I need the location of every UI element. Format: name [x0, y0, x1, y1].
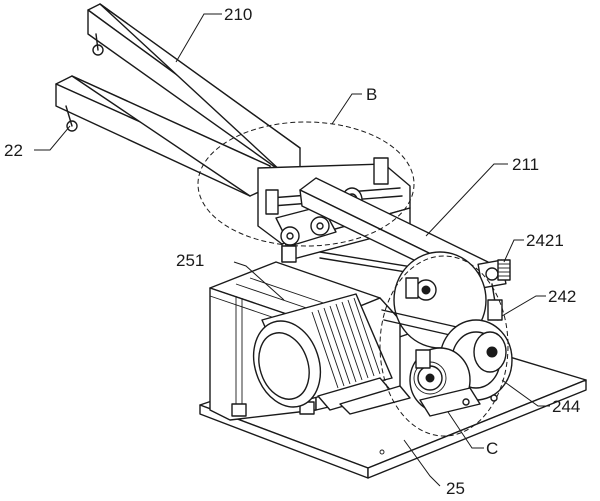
rod-end-assembly — [477, 259, 511, 321]
label-251: 251 — [176, 251, 204, 270]
upper-handle — [87, 3, 301, 173]
label-b: B — [366, 85, 377, 104]
reference-labels: 210 B 22 211 2421 251 242 244 C 25 — [4, 5, 580, 498]
label-211: 211 — [512, 155, 539, 174]
detail-circle-b — [197, 121, 415, 247]
label-242: 242 — [548, 287, 576, 306]
label-22: 22 — [4, 141, 23, 160]
leader-lines — [34, 13, 550, 487]
label-25: 25 — [446, 479, 465, 498]
motor — [252, 293, 411, 415]
label-c: C — [486, 439, 498, 458]
pulley-assembly — [381, 251, 513, 417]
detail-circle-c — [379, 255, 509, 437]
label-244: 244 — [552, 397, 580, 416]
detail-callouts — [197, 121, 509, 437]
label-210: 210 — [224, 5, 252, 24]
label-2421: 2421 — [526, 231, 564, 250]
